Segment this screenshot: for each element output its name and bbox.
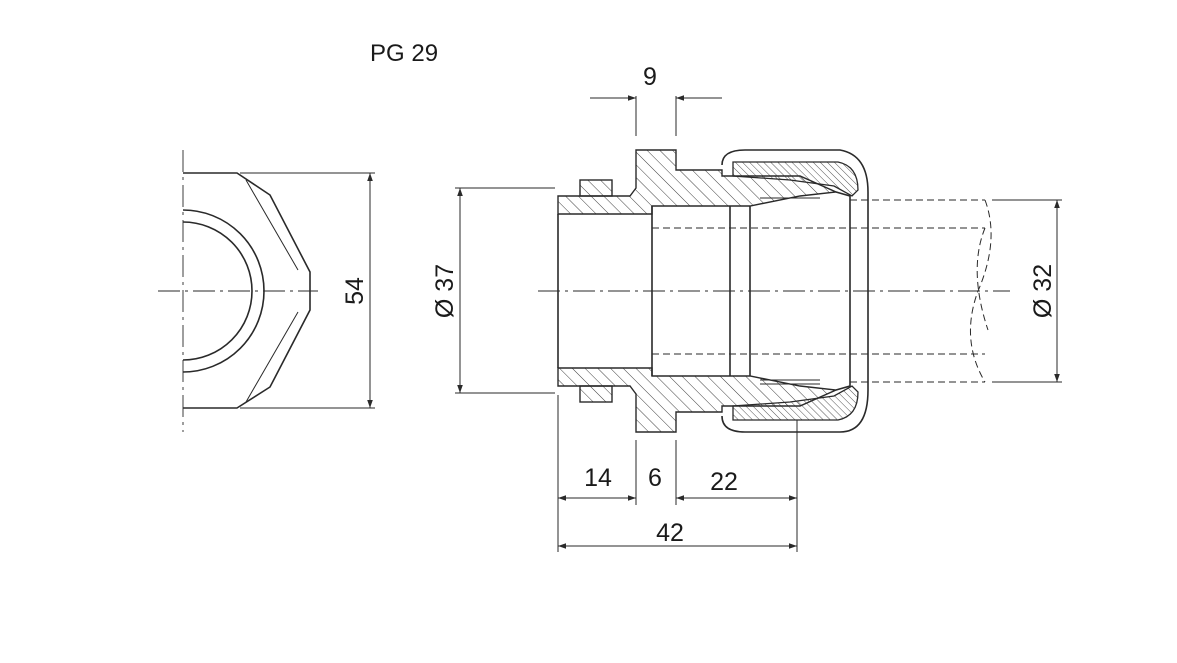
dim-label-diameter-32: Ø 32 [1029,264,1057,318]
dim-54: 54 [240,172,375,409]
dim-label-22: 22 [710,468,738,496]
dim-label-14: 14 [584,464,612,492]
drawing-title: PG 29 [370,40,438,67]
dim-label-54: 54 [341,277,369,305]
dim-label-42: 42 [656,519,684,547]
section-view [538,149,1010,433]
dim-label-9: 9 [643,63,657,91]
dim-label-6: 6 [648,464,662,492]
dim-9: 9 [590,63,722,136]
dim-diameter-32: Ø 32 [992,199,1062,383]
end-view [158,150,318,432]
dim-diameter-37: Ø 37 [431,187,555,394]
dim-label-diameter-37: Ø 37 [431,264,459,318]
dim-lengths: 14 6 22 42 [557,395,798,552]
